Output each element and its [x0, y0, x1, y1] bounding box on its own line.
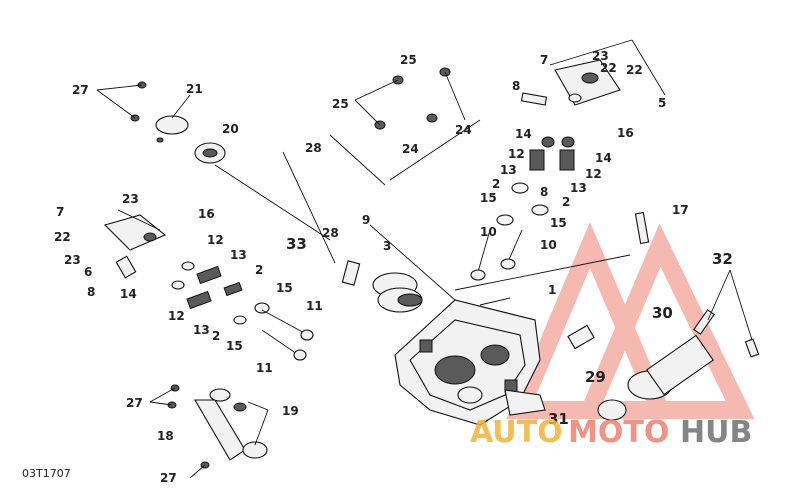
reference-code: 03T1707	[22, 467, 71, 480]
bracket-part-9	[341, 260, 361, 286]
callout-7: 7	[540, 53, 548, 67]
callout-7: 7	[56, 205, 64, 219]
callout-25: 25	[332, 97, 349, 111]
callout-19: 19	[282, 404, 299, 418]
callout-13: 13	[500, 163, 517, 177]
intake-parts-30-31-32	[597, 309, 760, 421]
callout-33: 33	[286, 235, 307, 253]
callout-12: 12	[207, 233, 224, 247]
callout-21: 21	[186, 82, 203, 96]
callout-23: 23	[122, 192, 139, 206]
right-rocker-assembly	[520, 59, 621, 106]
callout-17: 17	[672, 203, 689, 217]
callout-11: 11	[306, 299, 323, 313]
callout-15: 15	[480, 191, 497, 205]
callout-1: 1	[548, 283, 556, 297]
watermark-hub: HUB	[680, 415, 752, 450]
callout-2: 2	[255, 263, 263, 277]
callout-2: 2	[212, 329, 220, 343]
callout-24: 24	[455, 123, 472, 137]
callout-10: 10	[540, 238, 557, 252]
callout-27: 27	[72, 83, 89, 97]
callout-2: 2	[562, 195, 570, 209]
callout-30: 30	[652, 304, 673, 322]
pipe-part-18-19	[194, 388, 268, 461]
watermark-auto: AUTO	[470, 415, 563, 450]
callout-22: 22	[600, 61, 617, 75]
callout-10: 10	[480, 225, 497, 239]
callout-13: 13	[570, 181, 587, 195]
sensor-part-29	[567, 324, 595, 350]
callout-15: 15	[550, 216, 567, 230]
callout-25: 25	[400, 53, 417, 67]
callout-9: 9	[362, 213, 370, 227]
callout-28: 28	[305, 141, 322, 155]
callout-15: 15	[226, 339, 243, 353]
callout-13: 13	[193, 323, 210, 337]
callout-14: 14	[515, 127, 532, 141]
callout-12: 12	[508, 147, 525, 161]
callout-23: 23	[64, 253, 81, 267]
watermark-moto: MOTO	[568, 415, 669, 450]
cap-part-20-21	[155, 115, 226, 164]
callout-6: 6	[84, 265, 92, 279]
callout-32: 32	[712, 250, 733, 268]
callout-8: 8	[512, 79, 520, 93]
callout-2: 2	[492, 177, 500, 191]
callout-28: 28	[322, 226, 339, 240]
right-valve-springs	[496, 136, 575, 226]
callout-27: 27	[126, 396, 143, 410]
callout-23: 23	[592, 49, 609, 63]
callout-24: 24	[402, 142, 419, 156]
callout-20: 20	[222, 122, 239, 136]
callout-12: 12	[168, 309, 185, 323]
callout-labels: 27 21 20 25 25 24 24 8 7 23 22 22 5 14 1…	[54, 49, 733, 485]
callout-29: 29	[585, 368, 606, 386]
callout-8: 8	[87, 285, 95, 299]
callout-22: 22	[54, 230, 71, 244]
callout-15: 15	[276, 281, 293, 295]
callout-3: 3	[383, 239, 391, 253]
callout-27: 27	[160, 471, 177, 485]
callout-8: 8	[540, 185, 548, 199]
callout-14: 14	[595, 151, 612, 165]
callout-12: 12	[585, 167, 602, 181]
bolt-part-17	[634, 211, 650, 245]
callout-31: 31	[548, 410, 569, 428]
callout-13: 13	[230, 248, 247, 262]
left-valve-springs	[171, 261, 270, 325]
spring-part-3	[372, 272, 423, 313]
callout-14: 14	[120, 287, 137, 301]
callout-16: 16	[617, 126, 634, 140]
cylinder-head	[394, 299, 546, 426]
valves-10	[470, 229, 523, 281]
valves-11	[261, 309, 314, 361]
watermark-text: AUTO MOTO HUB	[470, 415, 752, 450]
callout-11: 11	[256, 361, 273, 375]
push-rods	[282, 134, 386, 264]
leader-lines	[96, 39, 753, 479]
callout-16: 16	[198, 207, 215, 221]
callout-5: 5	[658, 96, 666, 110]
left-rocker-assembly	[103, 214, 167, 279]
callout-22: 22	[626, 63, 643, 77]
callout-18: 18	[157, 429, 174, 443]
